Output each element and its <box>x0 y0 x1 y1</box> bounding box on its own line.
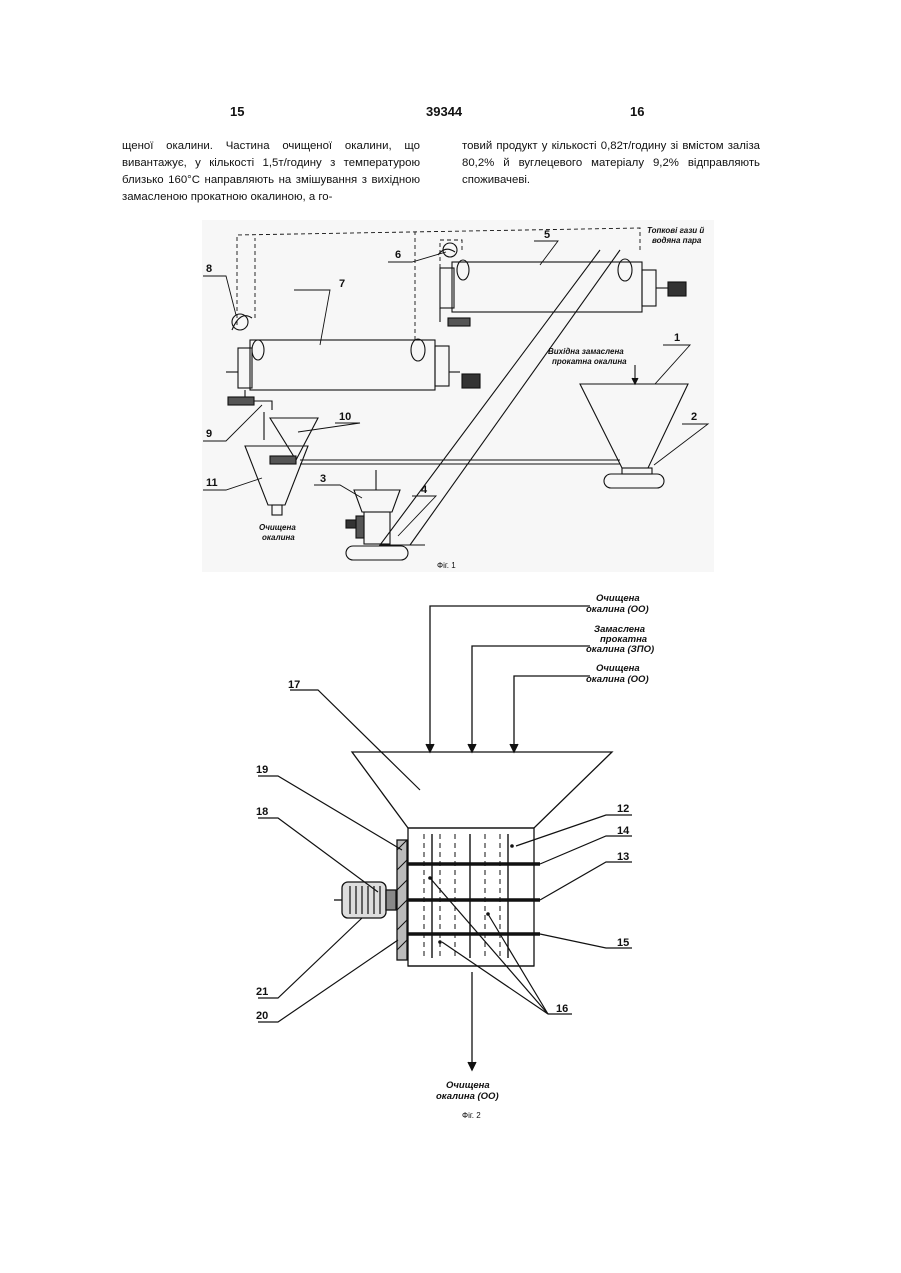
label-11: 11 <box>206 477 218 489</box>
label-3: 3 <box>320 473 326 485</box>
label-10: 10 <box>339 411 351 423</box>
annotation-gases-line1: Топкові гази й <box>647 226 704 235</box>
annotation-input-line2: прокатна окалина <box>552 357 627 366</box>
label-4: 4 <box>421 484 428 496</box>
label-1: 1 <box>674 332 680 344</box>
label-6: 6 <box>395 249 401 261</box>
annotation-output-line1: Очищена <box>259 523 296 532</box>
label-8: 8 <box>206 263 212 275</box>
label-2: 2 <box>691 411 697 423</box>
figure-1-caption: Фіг. 1 <box>437 561 456 570</box>
label-5: 5 <box>544 229 550 241</box>
label-9: 9 <box>206 428 212 440</box>
label-7: 7 <box>339 278 345 290</box>
annotation-output-line2: окалина <box>262 533 295 542</box>
annotation-gases-line2: водяна пара <box>652 236 702 245</box>
annotation-input-line1: Вихідна замаслена <box>548 347 624 356</box>
